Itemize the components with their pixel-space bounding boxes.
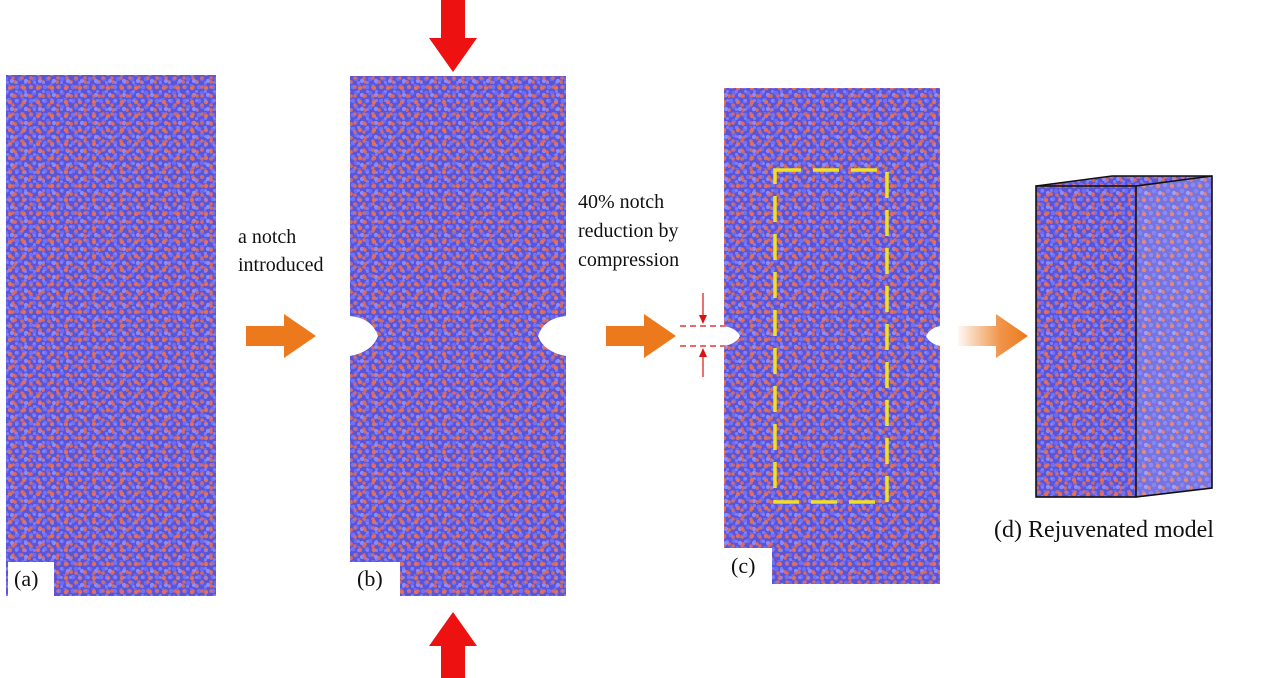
panel-b-label-bg <box>350 562 400 596</box>
extraction-region-box <box>773 168 889 504</box>
step-arrow-1-icon <box>246 314 316 358</box>
panel-b-specimen <box>350 76 566 596</box>
panel-d-3d-model <box>1035 175 1213 498</box>
panel-c-label-bg <box>724 548 772 584</box>
notch-step-text-line2: introduced <box>238 254 324 276</box>
panel-c-specimen <box>724 88 940 584</box>
compress-step-text-line1: 40% notch <box>578 191 664 213</box>
panel-d-label: (d) Rejuvenated model <box>994 517 1214 543</box>
panel-a-specimen <box>6 75 216 596</box>
panel-a-label: (a) <box>14 566 38 591</box>
panel-c-label: (c) <box>731 553 755 578</box>
notch-step-text-line1: a notch <box>238 226 296 248</box>
step-arrow-2-icon <box>606 314 676 358</box>
compression-arrow-top-icon <box>429 0 477 72</box>
step-arrow-3-icon <box>958 314 1028 358</box>
panel-b-label: (b) <box>357 566 383 591</box>
panel-a-label-bg <box>8 562 54 596</box>
compress-step-text-line2: reduction by <box>578 220 679 242</box>
compression-arrow-bottom-icon <box>429 612 477 678</box>
compress-step-text-line3: compression <box>578 249 679 271</box>
